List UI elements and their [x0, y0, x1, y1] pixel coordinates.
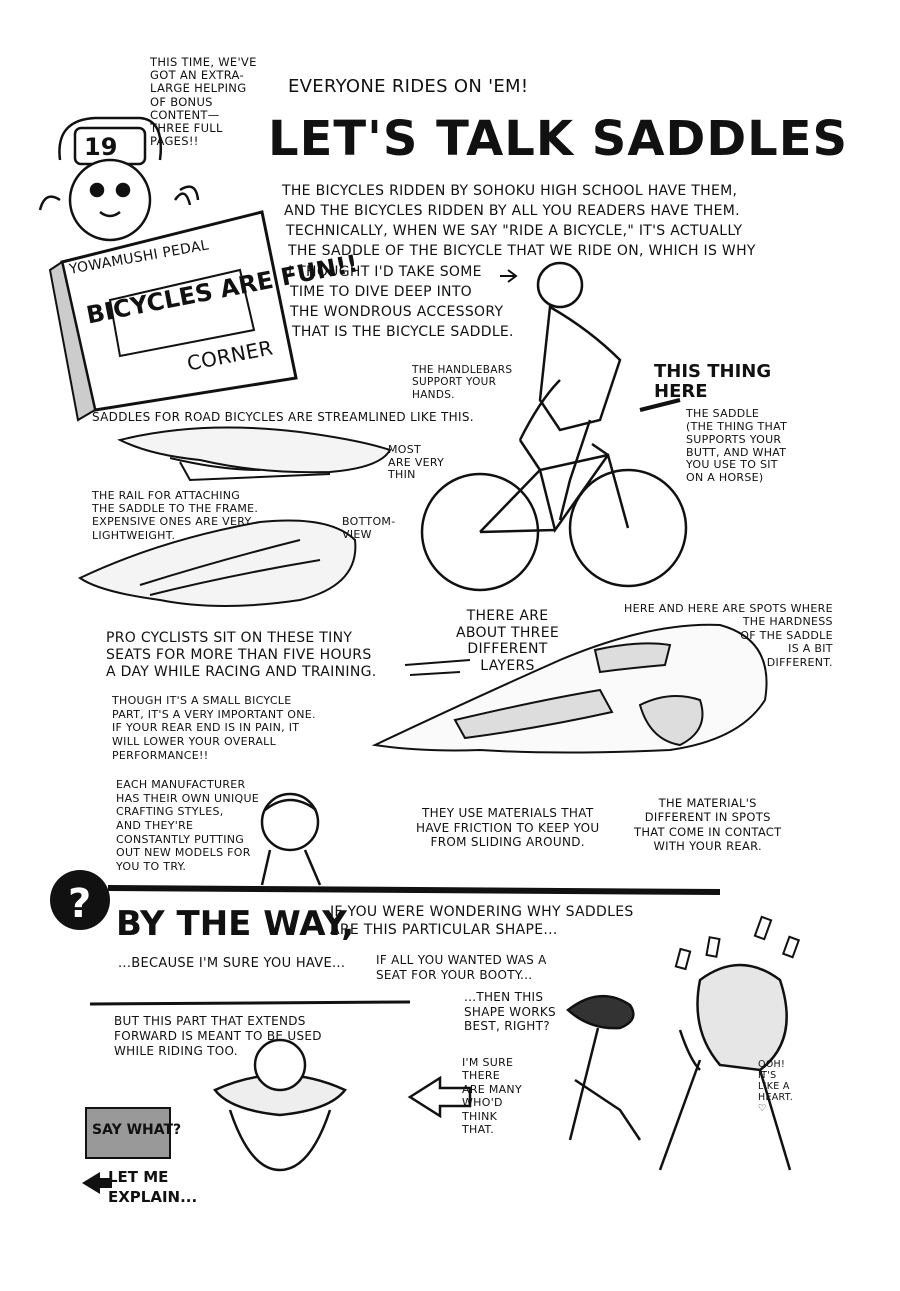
section-divider — [107, 885, 721, 895]
by-the-way-tail: IF YOU WERE WONDERING WHY SADDLES ARE TH… — [330, 904, 634, 938]
intro-line-1: THE BICYCLES RIDDEN BY SOHOKU HIGH SCHOO… — [282, 183, 738, 199]
person-holding-saddle-illustration — [213, 1038, 347, 1172]
rail-note: THE RAIL FOR ATTACHING THE SADDLE TO THE… — [92, 489, 259, 542]
page-title: LET'S TALK SADDLES — [268, 111, 849, 167]
friction-note: THEY USE MATERIALS THAT HAVE FRICTION TO… — [416, 806, 600, 850]
intro-line-8: THAT IS THE BICYCLE SADDLE. — [292, 324, 514, 340]
shape-works-best: ...THEN THIS SHAPE WORKS BEST, RIGHT? — [464, 990, 556, 1034]
material-spots-note: THE MATERIAL'S DIFFERENT IN SPOTS THAT C… — [634, 796, 782, 853]
thin-divider — [89, 1000, 411, 1006]
important-part-note: THOUGH IT'S A SMALL BICYCLE PART, IT'S A… — [112, 694, 316, 762]
saddle-definition-note: THE SADDLE (THE THING THAT SUPPORTS YOUR… — [686, 407, 788, 485]
sure-you-have: ...BECAUSE I'M SURE YOU HAVE... — [118, 956, 346, 971]
road-saddle-side-illustration — [117, 426, 392, 482]
three-layers-note: THERE ARE ABOUT THREE DIFFERENT LAYERS — [456, 608, 560, 674]
this-thing-here: THIS THING HERE — [654, 361, 772, 402]
arrow-left-icon — [82, 1172, 112, 1194]
intro-line-4: THE SADDLE OF THE BICYCLE THAT WE RIDE O… — [288, 243, 756, 259]
say-what-box — [85, 1107, 171, 1159]
saddle-on-post-illustration — [566, 994, 642, 1141]
hardness-spots-note: HERE AND HERE ARE SPOTS WHERE THE HARDNE… — [624, 602, 833, 669]
saddle-bottom-view-illustration — [78, 519, 357, 607]
intro-line-5: I THOUGHT I'D TAKE SOME — [288, 264, 482, 280]
saddle-layers-illustration — [371, 623, 768, 754]
bottom-view-label: BOTTOM- VIEW — [342, 515, 396, 542]
bonus-content-note: THIS TIME, WE'VE GOT AN EXTRA- LARGE HEL… — [150, 55, 257, 149]
small-mascot-illustration — [260, 792, 322, 886]
say-what-text: SAY WHAT? — [92, 1122, 182, 1138]
seat-for-booty: IF ALL YOU WANTED WAS A SEAT FOR YOUR BO… — [376, 953, 547, 982]
extends-forward-note: BUT THIS PART THAT EXTENDS FORWARD IS ME… — [114, 1014, 322, 1058]
intro-line-6: TIME TO DIVE DEEP INTO — [290, 284, 472, 300]
question-mark-glyph: ? — [68, 881, 92, 927]
exclamation-marks — [674, 915, 801, 971]
like-a-heart: OOH! IT'S LIKE A HEART. ♡ — [758, 1059, 794, 1114]
manufacturers-note: EACH MANUFACTURER HAS THEIR OWN UNIQUE C… — [116, 778, 260, 873]
intro-line-2: AND THE BICYCLES RIDDEN BY ALL YOU READE… — [284, 203, 740, 219]
corner-card — [48, 210, 298, 422]
mascot-character — [38, 116, 200, 242]
arrow-left-outline-icon — [407, 1075, 472, 1119]
girl-illustration — [658, 963, 792, 1171]
intro-line-3: TECHNICALLY, WHEN WE SAY "RIDE A BICYCLE… — [286, 223, 743, 239]
streamlined-note: SADDLES FOR ROAD BICYCLES ARE STREAMLINE… — [92, 410, 474, 424]
question-circle-icon — [50, 870, 110, 930]
intro-line-7: THE WONDROUS ACCESSORY — [290, 304, 504, 320]
kicker: EVERYONE RIDES ON 'EM! — [288, 76, 529, 97]
handlebars-note: THE HANDLEBARS SUPPORT YOUR HANDS. — [412, 364, 513, 401]
rider-on-bicycle-illustration — [420, 261, 688, 592]
arrow-right-icon — [500, 269, 518, 283]
most-thin-note: MOST ARE VERY THIN — [388, 443, 445, 482]
badge-number: 19 — [84, 133, 118, 161]
many-think-that: I'M SURE THERE ARE MANY WHO'D THINK THAT… — [462, 1056, 522, 1137]
by-the-way-heading: BY THE WAY, — [116, 904, 355, 944]
pro-cyclists-note: PRO CYCLISTS SIT ON THESE TINY SEATS FOR… — [106, 630, 377, 680]
let-me-explain: LET ME EXPLAIN... — [108, 1168, 198, 1206]
